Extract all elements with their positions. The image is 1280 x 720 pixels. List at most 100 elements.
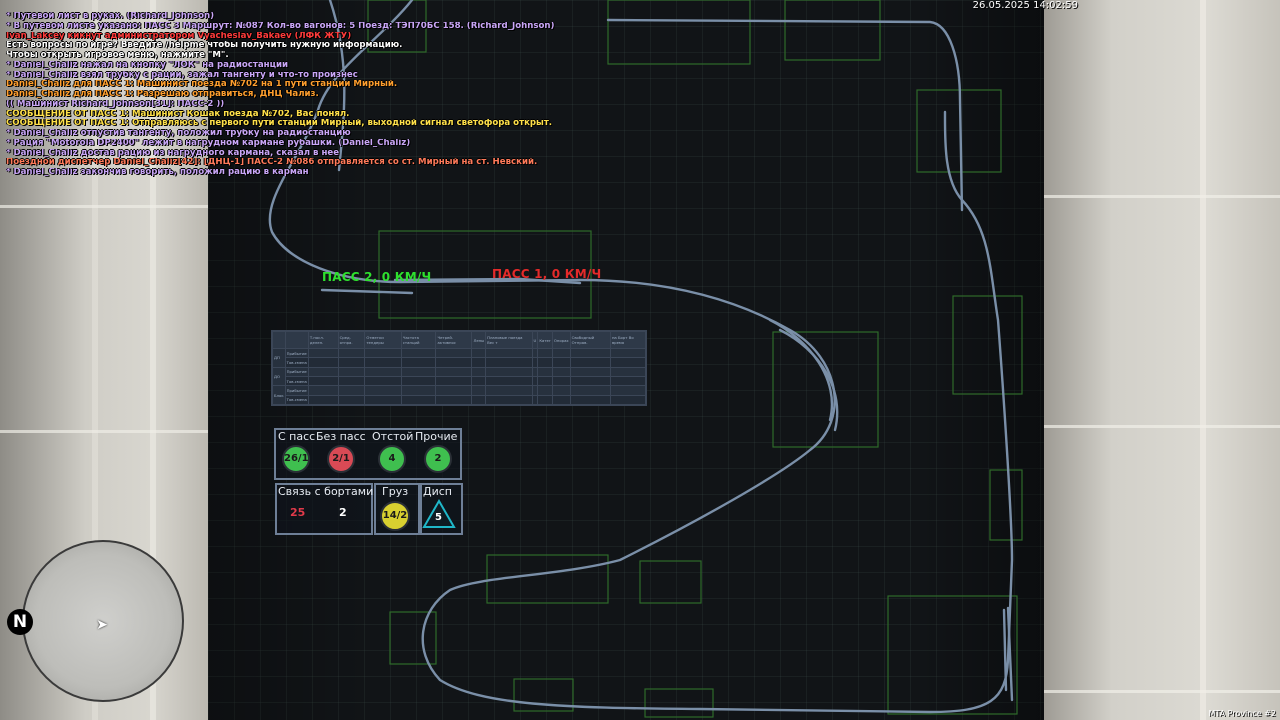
train-label-pass2: ПАСС 2, 0 КМ/Ч: [322, 270, 432, 284]
chat-line: * Daniel_Chaliz достав рацию из нагрудно…: [6, 148, 340, 158]
schedule-cell: [337, 347, 366, 359]
board-link-red-count: 25: [290, 506, 306, 519]
schedule-cell: [307, 394, 339, 406]
schedule-cell: [400, 357, 437, 368]
schedule-row-label: Тов.смена: [284, 357, 309, 368]
chat-line: * Daniel_Chaliz отпустив тангенту, полож…: [6, 129, 351, 138]
label-board-link: Связь с бортами: [278, 485, 374, 498]
schedule-cell: [537, 394, 553, 406]
schedule-cell: [537, 385, 553, 396]
schedule-cell: [307, 347, 339, 359]
schedule-header-cell: Отметки тендеры: [364, 331, 402, 349]
date-time: 26.05.2025 14:02:59: [972, 0, 1078, 11]
schedule-cell: [337, 375, 366, 387]
chat-line: * Daniel_Chaliz закончив говорить, полож…: [6, 168, 309, 177]
dispatch-triangle-icon: [422, 499, 456, 528]
schedule-cell: [609, 357, 647, 368]
schedule-cell: [569, 347, 611, 359]
chat-line: СООБЩЕНИЕ ОТ ПАСС 1: Отправляюсь с перво…: [6, 119, 553, 129]
schedule-cell: [569, 366, 611, 378]
count-dispatch: 5: [435, 512, 442, 523]
schedule-row: Тов.смена: [273, 394, 647, 406]
schedule-cell: [471, 347, 487, 359]
schedule-cell: [569, 385, 611, 396]
schedule-cell: [551, 394, 571, 406]
schedule-cell: [537, 357, 553, 368]
schedule-cell: [400, 375, 437, 387]
schedule-cell: [485, 385, 533, 396]
right-wall: [1040, 0, 1280, 720]
chat-line: СООБЩЕНИЕ ОТ ПАСС 1: Машинист Кошак поез…: [6, 109, 350, 119]
schedule-cell: [364, 385, 402, 396]
count-other: 2: [424, 445, 452, 473]
count-cargo: 14/2: [380, 501, 410, 531]
schedule-cell: [609, 366, 647, 378]
chat-line: Поездной диспетчер Daniel_Chaliz[42]: [Д…: [6, 158, 538, 168]
schedule-header-cell: Свободный Отправ.: [569, 331, 611, 349]
schedule-cell: [337, 357, 366, 368]
schedule-row-label: Прибытие: [284, 366, 309, 378]
schedule-cell: [569, 357, 611, 368]
chat-line: Чтобы открыть игровое меню, нажмите "M".: [6, 51, 229, 60]
schedule-cell: [485, 375, 533, 387]
schedule-header-cell: Катег: [537, 331, 553, 349]
schedule-cell: [485, 394, 533, 406]
server-brand: MTA Province #2: [1208, 709, 1276, 718]
schedule-cell: [307, 375, 339, 387]
minimap-radar: [22, 540, 184, 702]
schedule-cell: [435, 347, 473, 359]
station-zones: [367, 0, 1023, 718]
label-dispatch: Дисп: [423, 485, 452, 498]
schedule-header-cell: на Борт Во время: [609, 331, 647, 349]
train-label-pass1: ПАСС 1, 0 КМ/Ч: [492, 267, 602, 281]
schedule-row-label: Тов.смена: [284, 394, 309, 406]
schedule-group-code: ДО: [272, 366, 286, 387]
schedule-cell: [609, 375, 647, 387]
label-parked: Отстой: [372, 430, 414, 443]
schedule-cell: [609, 394, 647, 406]
label-without-pass: Без пасс: [316, 430, 366, 443]
chat-line: * Daniel_Chaliz нажал на кнопку "ЛОК" на…: [6, 60, 288, 70]
label-cargo: Груз: [382, 485, 409, 498]
schedule-cell: [537, 366, 553, 378]
chat-line: * Daniel_Chaliz взял трубку с рации, заж…: [6, 70, 358, 80]
north-compass-icon: N: [7, 609, 33, 635]
schedule-cell: [337, 394, 366, 406]
schedule-cell: [485, 357, 533, 368]
schedule-header-cell: Частота станций: [400, 331, 437, 349]
chat-line: (( Машинист Richard_Johnson[31]: ПАСС-2 …: [6, 99, 225, 109]
schedule-cell: [364, 394, 402, 406]
label-other: Прочие: [415, 430, 458, 443]
train-status-panel: С пасс Без пасс Отстой Прочие 26/1 2/1 4…: [274, 428, 463, 535]
chat-line: Daniel_Chaliz для ПАСС 1: Машинист поезд…: [6, 80, 398, 90]
schedule-cell: [400, 385, 437, 396]
chat-line: Ivan_Lakcey кикнут администратором Vyach…: [6, 31, 352, 41]
schedule-cell: [551, 366, 571, 378]
schedule-header-cell: Плановые поезда Вес т: [485, 331, 533, 349]
schedule-cell: [551, 375, 571, 387]
schedule-header-cell: Т.посл. делен.: [307, 331, 339, 349]
player-arrow-icon: ➤: [96, 617, 108, 633]
schedule-header-cell: [284, 331, 309, 349]
schedule-header-cell: Лены: [471, 331, 487, 349]
schedule-cell: [471, 366, 487, 378]
schedule-cell: [364, 357, 402, 368]
schedule-cell: [551, 385, 571, 396]
schedule-group-code: ДП: [272, 348, 286, 368]
schedule-cell: [400, 394, 437, 406]
schedule-cell: [471, 394, 487, 406]
schedule-header-cell: [272, 331, 286, 349]
schedule-row-label: Тов.смена: [284, 375, 309, 387]
schedule-group-code: Блок: [272, 385, 286, 405]
schedule-header-cell: Сред. отпра.: [337, 331, 366, 349]
schedule-header-cell: Четрей. активнос: [435, 331, 473, 349]
schedule-cell: [609, 347, 647, 359]
schedule-cell: [551, 347, 571, 359]
schedule-cell: [435, 385, 473, 396]
count-with-pass: 26/1: [282, 445, 310, 473]
schedule-cell: [435, 394, 473, 406]
